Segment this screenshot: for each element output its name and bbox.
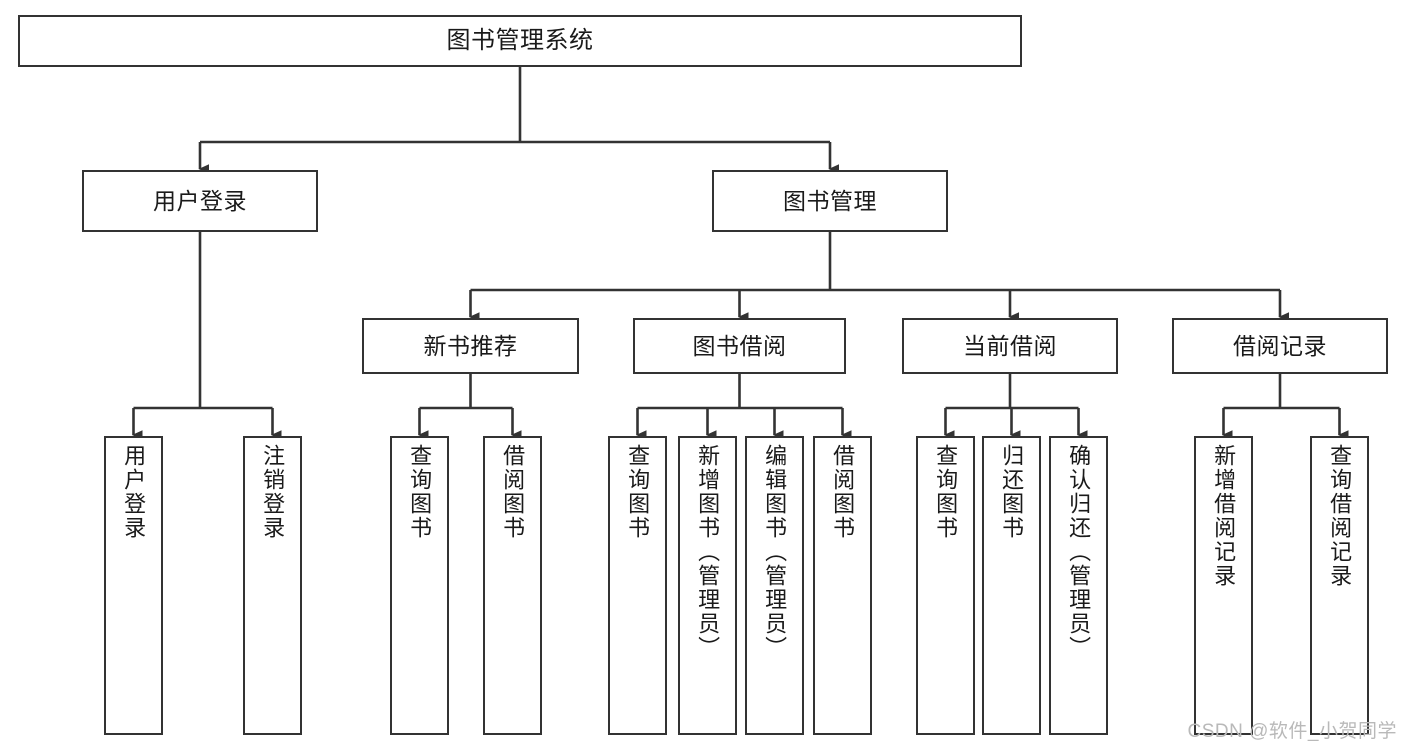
node-book-manage[interactable]: 图书管理 <box>712 170 948 232</box>
node-label: 新增图书（管理员） <box>695 444 721 660</box>
node-label: 借阅图书 <box>500 444 526 540</box>
node-leaf-user-login[interactable]: 用户登录 <box>104 436 163 735</box>
node-leaf-add-book[interactable]: 新增图书（管理员） <box>678 436 737 735</box>
node-current-borrow[interactable]: 当前借阅 <box>902 318 1118 374</box>
node-leaf-query-book-1[interactable]: 查询图书 <box>390 436 449 735</box>
node-leaf-edit-book[interactable]: 编辑图书（管理员） <box>745 436 804 735</box>
node-label: 查询借阅记录 <box>1327 444 1353 588</box>
node-leaf-return-book[interactable]: 归还图书 <box>982 436 1041 735</box>
node-label: 归还图书 <box>999 444 1025 540</box>
node-label: 查询图书 <box>625 444 651 540</box>
node-label: 图书管理 <box>783 187 877 214</box>
node-label: 图书借阅 <box>692 332 787 359</box>
node-leaf-borrow-book-2[interactable]: 借阅图书 <box>813 436 872 735</box>
node-leaf-query-book-2[interactable]: 查询图书 <box>608 436 667 735</box>
node-new-book-recommend[interactable]: 新书推荐 <box>362 318 579 374</box>
node-label: 查询图书 <box>933 444 959 540</box>
node-label: 用户登录 <box>121 444 147 540</box>
node-label: 借阅图书 <box>830 444 856 540</box>
node-label: 图书管理系统 <box>446 27 594 55</box>
node-book-borrow[interactable]: 图书借阅 <box>633 318 846 374</box>
node-leaf-query-record[interactable]: 查询借阅记录 <box>1310 436 1369 735</box>
node-user-login[interactable]: 用户登录 <box>82 170 318 232</box>
node-label: 借阅记录 <box>1233 332 1327 359</box>
node-label: 查询图书 <box>407 444 433 540</box>
node-leaf-borrow-book-1[interactable]: 借阅图书 <box>483 436 542 735</box>
node-leaf-user-logout[interactable]: 注销登录 <box>243 436 302 735</box>
node-label: 编辑图书（管理员） <box>762 444 788 660</box>
node-borrow-record[interactable]: 借阅记录 <box>1172 318 1388 374</box>
node-label: 新书推荐 <box>423 332 518 359</box>
node-leaf-query-book-3[interactable]: 查询图书 <box>916 436 975 735</box>
node-label: 用户登录 <box>153 187 247 214</box>
node-leaf-add-record[interactable]: 新增借阅记录 <box>1194 436 1253 735</box>
node-leaf-confirm-return[interactable]: 确认归还（管理员） <box>1049 436 1108 735</box>
node-label: 注销登录 <box>260 444 286 540</box>
node-label: 当前借阅 <box>963 332 1057 359</box>
node-label: 确认归还（管理员） <box>1066 444 1092 660</box>
node-label: 新增借阅记录 <box>1211 444 1237 588</box>
node-root[interactable]: 图书管理系统 <box>18 15 1022 67</box>
